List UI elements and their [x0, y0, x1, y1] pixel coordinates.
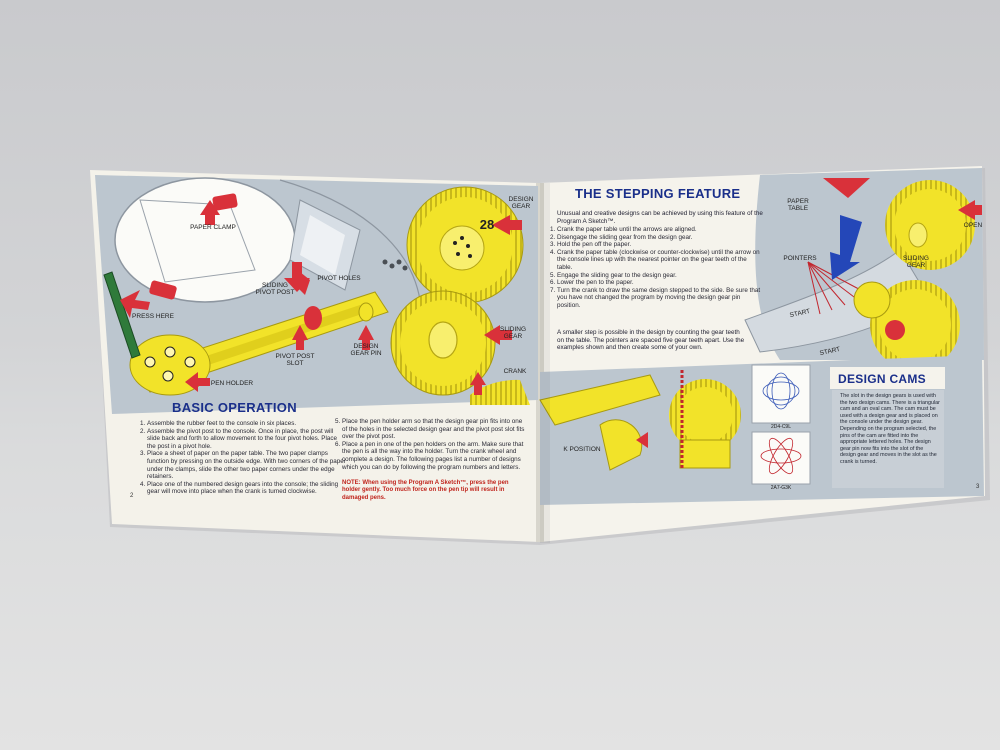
pen-holder-hole: [164, 346, 176, 358]
gear-base: [679, 439, 731, 469]
arrow-sliding-gear: [484, 325, 512, 345]
basic-operation-title: BASIC OPERATION: [172, 400, 297, 415]
paper-sheet-outline: [139, 199, 256, 283]
green-pen: [103, 271, 141, 359]
label-open: OPEN: [963, 222, 983, 229]
arrow-pivot-slot: [292, 325, 308, 350]
step-item: Hold the pen off the paper.: [557, 241, 762, 249]
design-gear-pin: [358, 302, 374, 322]
pen-holder-hole: [162, 370, 174, 382]
label-design-gear: DESIGN GEAR: [508, 196, 534, 210]
label-k-position: K POSITION: [563, 446, 601, 453]
basic-operation-steps-2: Place the pen holder arm so that the des…: [330, 418, 527, 471]
label-pivot-holes: PIVOT HOLES: [317, 275, 361, 282]
label-crank: CRANK: [503, 368, 527, 375]
step-item: Assemble the rubber feet to the console …: [147, 420, 347, 428]
example-design-1: [762, 372, 800, 410]
design-gear-hole-plate: [439, 225, 485, 271]
cam: [599, 419, 643, 471]
arrow-design-gear: [492, 215, 522, 235]
alignment-arrow-red: [823, 178, 870, 198]
right-gear-knob: [908, 222, 928, 248]
label-paper-table: PAPER TABLE: [787, 198, 809, 212]
arrow-sliding-pivot: [284, 262, 310, 292]
right-gear-pin: [885, 320, 905, 340]
step-item: Place a sheet of paper on the paper tabl…: [147, 450, 347, 480]
gear-hole: [456, 252, 460, 256]
sliding-gear-knob: [428, 321, 458, 359]
arrow-pen-holder: [185, 372, 210, 392]
right-arm: [539, 374, 661, 426]
step-item: Crank the paper table until the arrows a…: [557, 226, 762, 234]
pivot-post: [304, 306, 322, 330]
label-pointers: POINTERS: [783, 255, 817, 262]
design-cams-text: The slot in the design gears is used wit…: [840, 393, 940, 465]
gear-hole: [466, 244, 470, 248]
stepping-paragraph: A smaller step is possible in the design…: [557, 329, 745, 352]
arrow-gear-pin: [358, 325, 374, 350]
step-item: Turn the crank to draw the same design s…: [557, 287, 762, 310]
step-item: Engage the sliding gear to the design ge…: [557, 272, 762, 280]
pen-note: NOTE: When using the Program A Sketch™, …: [342, 480, 509, 501]
example-box-1: [751, 364, 811, 424]
crease-shade: [540, 183, 550, 543]
step-item: Place one of the numbered design gears i…: [147, 481, 347, 496]
arrow-press-here: [120, 290, 150, 318]
label-press-here: PRESS HERE: [132, 313, 174, 320]
pivot-hole: [382, 259, 388, 265]
stepping-intro: Unusual and creative designs can be achi…: [557, 210, 763, 225]
step-item: Lower the pen to the paper.: [557, 279, 762, 287]
stepping-steps: Crank the paper table until the arrows a…: [545, 226, 762, 310]
small-gear: [853, 281, 891, 319]
crank-gear: [470, 379, 530, 405]
gear-hole: [468, 254, 472, 258]
paper-clamp-red: [212, 193, 238, 211]
gear-hole: [453, 241, 457, 245]
example-box-2: [751, 431, 811, 485]
console-window-inner: [300, 215, 345, 275]
step-item: Disengage the sliding gear from the desi…: [557, 234, 762, 242]
page-number-right: 3: [976, 484, 980, 490]
step-item: Place a pen in one of the pen holders on…: [342, 441, 527, 471]
step-item: Assemble the pivot post to the console. …: [147, 428, 347, 451]
arrow-paper-clamp: [200, 200, 220, 225]
arrow-open: [958, 200, 982, 220]
label-example-1: 2D4-C9L: [770, 424, 791, 430]
gear-number: 28: [479, 217, 495, 232]
example-design-2: [760, 437, 802, 475]
cams-text-box: [832, 390, 944, 488]
gear-hole: [460, 236, 464, 240]
pivot-hole: [396, 259, 402, 265]
paper-clamp-red-2: [149, 280, 177, 300]
label-sliding-gear: SLIDING GEAR: [500, 326, 527, 340]
step-item: Place the pen holder arm so that the des…: [342, 418, 527, 441]
pen-holder-hole: [184, 356, 196, 368]
console-track: [279, 179, 421, 301]
label-pen-holder: PEN HOLDER: [210, 380, 254, 387]
label-example-2: 2A7-G3K: [770, 485, 792, 491]
pen-holder-hole: [144, 356, 156, 368]
red-callout-arrows: [120, 193, 522, 395]
label-sliding-pivot-post: SLIDING PIVOT POST: [255, 282, 295, 296]
label-sliding-gear-right: SLIDING GEAR: [902, 255, 929, 269]
stepping-feature-title: THE STEPPING FEATURE: [575, 186, 741, 201]
design-cams-title: DESIGN CAMS: [838, 372, 926, 386]
page-number-left: 2: [130, 493, 134, 499]
label-pivot-post-slot: PIVOT POST SLOT: [275, 353, 315, 367]
basic-operation-steps-1: Assemble the rubber feet to the console …: [135, 420, 347, 496]
label-paper-clamp: PAPER CLAMP: [190, 224, 236, 231]
rotation-arrow-blue: [830, 215, 862, 280]
pivot-hole: [402, 265, 408, 271]
right-bottom-gear-face: [677, 387, 733, 443]
cams-title-box: [830, 367, 945, 389]
right-sliding-gear-face: [879, 289, 951, 361]
label-design-gear-pin: DESIGN GEAR PIN: [350, 343, 382, 357]
step-item: Crank the paper table (clockwise or coun…: [557, 249, 762, 272]
arrow-crank: [470, 372, 486, 395]
arrow-k-position: [636, 432, 648, 448]
pivot-hole: [389, 263, 395, 269]
right-design-gear-face: [894, 189, 966, 261]
